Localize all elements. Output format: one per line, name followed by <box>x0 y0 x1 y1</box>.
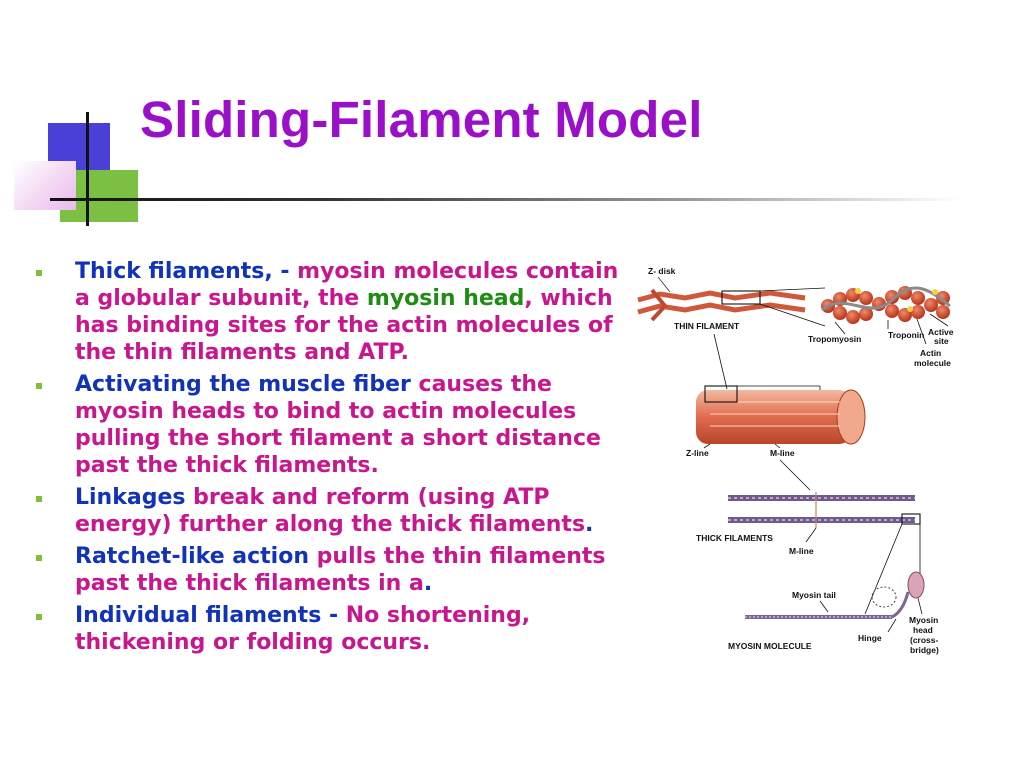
bullet-text-pink: causes the myosin heads to bind to actin… <box>75 372 601 478</box>
decor-vertical-line <box>86 112 89 226</box>
bullet-item: Linkages break and reform (using ATP ene… <box>36 484 636 538</box>
label-myosin-head-line2: head <box>913 625 933 635</box>
label-active-site-line2: site <box>934 336 949 346</box>
bullet-text-blue: Ratchet-like action <box>75 544 317 569</box>
label-z-disk: Z- disk <box>648 266 676 276</box>
bullet-text-blue: Activating the muscle fiber <box>75 372 419 397</box>
label-actin-molecule-line1: Actin <box>920 348 941 358</box>
thin-filament-figure: Z- disk THIN FILAMENT <box>637 266 954 390</box>
bullet-text-blue: Individual filaments - <box>75 603 346 628</box>
bullet-text-pink: pulls the thin filaments past the thick … <box>75 544 606 596</box>
label-thin-filament: THIN FILAMENT <box>674 321 740 331</box>
bullet-text-pink: myosin molecules contain a globular subu… <box>75 259 619 311</box>
bullet-marker-icon <box>36 614 42 620</box>
bullet-text-pink: No shortening, thickening or folding occ… <box>75 603 531 655</box>
bullet-marker-icon <box>36 496 42 502</box>
slide-title: Sliding-Filament Model <box>140 91 703 148</box>
bullet-marker-icon <box>36 555 42 561</box>
label-myosin-head-line1: Myosin <box>909 615 938 625</box>
sarcomere-figure: Z-line M-line <box>686 385 866 491</box>
label-actin-molecule-line2: molecule <box>914 358 951 368</box>
label-troponin: Troponin <box>888 330 924 340</box>
bullet-text-blue: . <box>423 571 433 596</box>
bullet-item: Individual filaments - No shortening, th… <box>36 602 636 656</box>
sliding-filament-diagram: Z- disk THIN FILAMENT <box>637 266 954 655</box>
bullet-list: Thick filaments, - myosin molecules cont… <box>36 258 636 661</box>
bullet-text-blue: Thick filaments, - <box>75 259 298 284</box>
decor-pink-square <box>14 161 76 210</box>
myosin-molecule-figure: Myosin tail Hinge Myosin head (cross- br… <box>728 571 939 655</box>
label-z-line: Z-line <box>686 448 709 458</box>
label-myosin-molecule: MYOSIN MOLECULE <box>728 641 812 651</box>
bullet-text-pink: , which has binding sites for the actin … <box>75 286 613 365</box>
label-myosin-head-line4: bridge) <box>910 645 939 655</box>
bullet-text-blue: . <box>585 512 594 537</box>
label-m-line-1: M-line <box>770 448 795 458</box>
title-underline <box>50 198 960 201</box>
thick-filaments-figure: THICK FILAMENTS M-line <box>696 492 921 615</box>
bullet-marker-icon <box>36 270 42 276</box>
label-myosin-head-line3: (cross- <box>910 635 939 645</box>
label-myosin-tail: Myosin tail <box>792 590 836 600</box>
label-thick-filaments: THICK FILAMENTS <box>696 533 773 543</box>
bullet-text-pink: break and reform (using ATP energy) furt… <box>75 485 586 537</box>
bullet-item: Thick filaments, - myosin molecules cont… <box>36 258 636 366</box>
bullet-item: Ratchet-like action pulls the thin filam… <box>36 543 636 597</box>
actin-helix <box>821 286 951 324</box>
bullet-item: Activating the muscle fiber causes the m… <box>36 371 636 479</box>
label-m-line-2: M-line <box>789 546 814 556</box>
bullet-text-green: myosin head <box>366 286 525 311</box>
bullet-marker-icon <box>36 383 42 389</box>
bullet-text-blue: Linkages <box>75 485 194 510</box>
label-active-site-line1: Active <box>928 327 954 337</box>
label-tropomyosin: Tropomyosin <box>808 334 861 344</box>
label-hinge: Hinge <box>858 633 882 643</box>
